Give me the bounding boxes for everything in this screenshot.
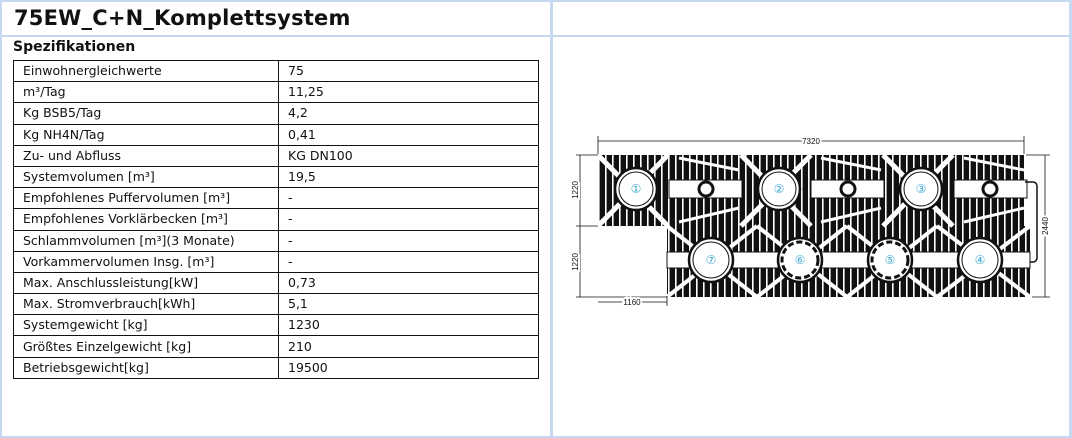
spec-row: Max. Anschlussleistung[kW]0,73 [13,271,539,295]
title-cell-empty [553,2,1069,35]
dim-row-bottom: 1220 [571,253,580,271]
page-title: 75EW_C+N_Komplettsystem [14,6,351,30]
drawing-panel: ① ② ③ ⑦ ⑥ ⑤ ④ 7320 1220 1220 2440 1160 [553,37,1069,436]
dim-offset: 1160 [623,298,641,307]
spec-label: Schlammvolumen [m³](3 Monate) [13,229,279,252]
spec-label: Max. Anschlussleistung[kW] [13,271,279,295]
spec-label: Max. Stromverbrauch[kWh] [13,293,279,316]
spec-row: Max. Stromverbrauch[kWh]5,1 [13,293,539,316]
spec-value: 0,41 [278,123,539,146]
spec-label: Vorkammervolumen Insg. [m³] [13,250,279,273]
spec-label: Einwohnergleichwerte [13,59,279,83]
spec-label: Empfohlenes Puffervolumen [m³] [13,187,279,210]
dim-row-top: 1220 [571,181,580,199]
spec-row: Vorkammervolumen Insg. [m³]- [13,250,539,273]
dim-height-total: 2440 [1041,217,1050,235]
spec-value: 210 [278,335,539,358]
tank-number: ① [631,182,642,196]
spec-value: - [278,187,539,210]
spec-value: 75 [278,59,539,83]
tank-number: ⑤ [885,253,896,267]
spec-value: 19500 [278,356,539,379]
tank-number: ⑥ [795,253,806,267]
spec-value: - [278,208,539,231]
spec-row: Systemvolumen [m³]19,5 [13,165,539,189]
spec-label: m³/Tag [13,81,279,104]
spec-row: Empfohlenes Vorklärbecken [m³]- [13,208,539,231]
spec-value: 11,25 [278,81,539,104]
spec-value: - [278,229,539,252]
spec-row: Schlammvolumen [m³](3 Monate)- [13,229,539,252]
spec-row: Systemgewicht [kg]1230 [13,314,539,337]
spec-value: 19,5 [278,165,539,189]
spec-value: - [278,250,539,273]
system-layout-drawing: ① ② ③ ⑦ ⑥ ⑤ ④ 7320 1220 1220 2440 1160 [569,135,1052,309]
section-title: Spezifikationen [13,39,136,55]
spec-value: 1230 [278,314,539,337]
spec-label: Systemvolumen [m³] [13,165,279,189]
tank-number: ④ [975,253,986,267]
spec-value: 4,2 [278,102,539,125]
spec-label: Empfohlenes Vorklärbecken [m³] [13,208,279,231]
spec-label: Kg NH4N/Tag [13,123,279,146]
spec-row: Empfohlenes Puffervolumen [m³]- [13,187,539,210]
spec-value: 5,1 [278,293,539,316]
tank-number: ② [774,182,785,196]
spec-value: KG DN100 [278,144,539,167]
channel [666,251,1031,269]
spec-label: Kg BSB5/Tag [13,102,279,125]
tank-number: ③ [916,182,927,196]
tank-number: ⑦ [706,253,717,267]
spec-label: Systemgewicht [kg] [13,314,279,337]
pipe-port [981,180,999,198]
dim-width: 7320 [802,137,820,146]
spec-label: Zu- und Abfluss [13,144,279,167]
spec-value: 0,73 [278,271,539,295]
spec-label: Größtes Einzelgewicht [kg] [13,335,279,358]
title-cell: 75EW_C+N_Komplettsystem [2,2,550,35]
spec-row: Betriebsgewicht[kg]19500 [13,356,539,379]
spec-label: Betriebsgewicht[kg] [13,356,279,379]
spec-row: Größtes Einzelgewicht [kg]210 [13,335,539,358]
pipe-port [839,180,857,198]
pipe-port [697,180,715,198]
